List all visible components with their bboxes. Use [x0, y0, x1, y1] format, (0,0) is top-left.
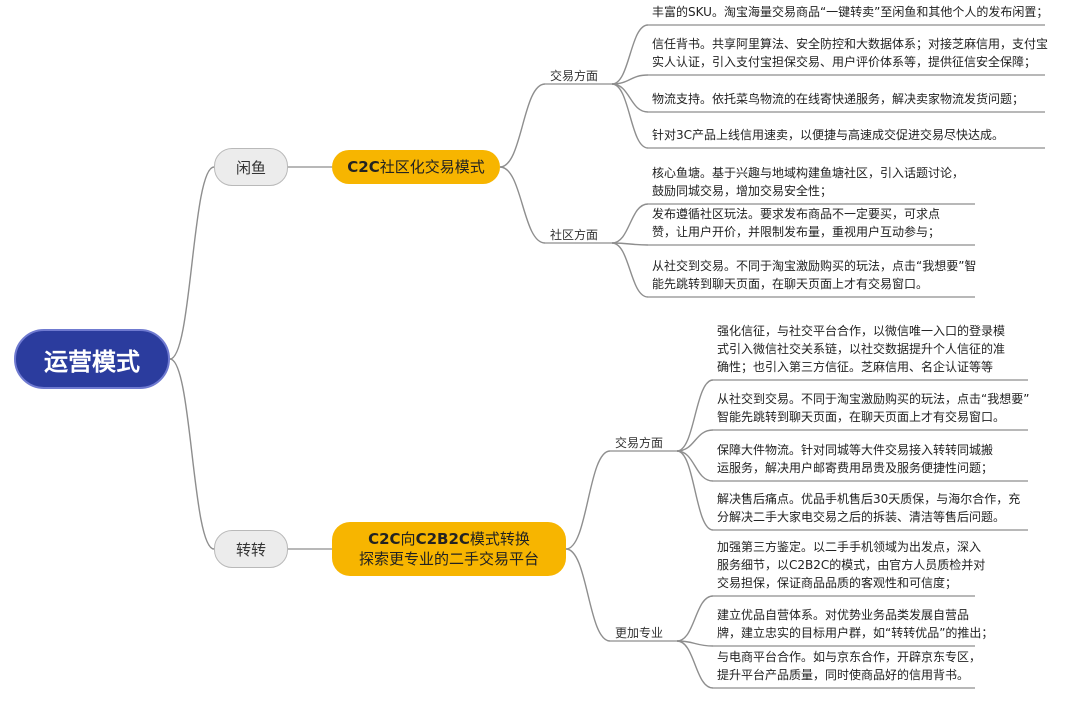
edge-group-0-leaf-2: [611, 83, 649, 113]
leaf-item[interactable]: 与电商平台合作。如与京东合作，开辟京东专区， 提升平台产品质量，同时使商品好的信用…: [717, 648, 981, 684]
leaf-line: 解决售后痛点。优品手机售后30天质保，与海尔合作，充: [717, 492, 1021, 506]
leaf-line: 核心鱼塘。基于兴趣与地域构建鱼塘社区，引入话题讨论，: [652, 166, 965, 180]
leaf-line: 从社交到交易。不同于淘宝激励购买的玩法，点击“我想要”: [717, 392, 1030, 406]
leaf-line: 建立优品自营体系。对优势业务品类发展自营品: [717, 608, 970, 622]
leaf-line: 信任背书。共享阿里算法、安全防控和大数据体系；对接芝麻信用，支付宝: [652, 37, 1049, 51]
leaf-line: 能先跳转到聊天页面，在聊天页面上才有交易窗口。: [652, 277, 929, 291]
model-xianyu-rest: 社区化交易模式: [379, 158, 485, 176]
group-xianyu-trade[interactable]: 交易方面: [550, 68, 599, 83]
leaf-item[interactable]: 保障大件物流。针对同城等大件交易接入转转同城搬运服务，解决用户邮寄费用昂贵及服务…: [717, 441, 993, 477]
leaf-line: 从社交到交易。不同于淘宝激励购买的玩法，点击“我想要”智: [652, 259, 977, 273]
leaf-line: 智能先跳转到聊天页面，在聊天页面上才有交易窗口。: [717, 410, 1006, 424]
leaf-line: 服务细节，以C2B2C的模式，由官方人员质检并对: [717, 558, 986, 572]
branch-xianyu[interactable]: 闲鱼: [214, 148, 288, 186]
edge-model-group-1: [499, 166, 546, 244]
model-part-to: 向: [400, 530, 416, 548]
leaf-line: 式引入微信社交关系链，以社交数据提升个人信征的准: [717, 342, 1006, 356]
leaf-item[interactable]: 物流支持。依托菜鸟物流的在线寄快递服务，解决卖家物流发货问题；: [652, 90, 1024, 108]
edge-group-3-leaf-0: [676, 595, 714, 642]
leaf-line: 保障大件物流。针对同城等大件交易接入转转同城搬: [717, 443, 994, 457]
edge-group-1-leaf-2: [611, 242, 649, 298]
leaf-item[interactable]: 建立优品自营体系。对优势业务品类发展自营品牌，建立忠实的目标用户群，如“转转优品…: [717, 606, 993, 642]
edge-group-3-leaf-2: [676, 640, 714, 689]
leaf-line: 提升平台产品质量，同时使商品好的信用背书。: [717, 668, 970, 682]
model-part-c2c: C2C: [368, 530, 401, 548]
edge-model-group-0: [499, 83, 546, 168]
leaf-item[interactable]: 加强第三方鉴定。以二手手机领域为出发点，深入服务细节，以C2B2C的模式，由官方…: [717, 538, 985, 592]
leaf-line: 针对3C产品上线信用速卖，以便捷与高速成交促进交易尽快达成。: [652, 128, 1005, 142]
edge-model-group-3: [565, 548, 611, 642]
leaf-line: 丰富的SKU。淘宝海量交易商品“一键转卖”至闲鱼和其他个人的发布闲置；: [652, 5, 1049, 19]
edge-group-0-leaf-0: [611, 24, 649, 85]
leaf-line: 发布遵循社区玩法。要求发布商品不一定要买，可求点: [652, 207, 941, 221]
leaf-line: 赞，让用户开价，并限制发布量，重视用户互动参与；: [652, 225, 941, 239]
edge-root-xianyu: [169, 166, 215, 360]
leaf-item[interactable]: 核心鱼塘。基于兴趣与地域构建鱼塘社区，引入话题讨论， 鼓励同城交易，增加交易安全性…: [652, 164, 964, 200]
edge-group-0-leaf-3: [611, 83, 649, 149]
root-node[interactable]: 运营模式: [14, 329, 170, 389]
model-xianyu-bold: C2C: [347, 158, 380, 176]
leaf-item[interactable]: 信任背书。共享阿里算法、安全防控和大数据体系；对接芝麻信用，支付宝实人认证，引入…: [652, 35, 1048, 71]
leaf-line: 物流支持。依托菜鸟物流的在线寄快递服务，解决卖家物流发货问题；: [652, 92, 1025, 106]
leaf-line: 加强第三方鉴定。以二手手机领域为出发点，深入: [717, 540, 982, 554]
group-zhuanzhuan-trade[interactable]: 交易方面: [615, 435, 664, 450]
leaf-item[interactable]: 从社交到交易。不同于淘宝激励购买的玩法，点击“我想要” 智能先跳转到聊天页面，在聊…: [717, 390, 1029, 426]
model-zhuanzhuan[interactable]: C2C向C2B2C模式转换 探索更专业的二手交易平台: [332, 522, 566, 576]
edge-group-1-leaf-1: [611, 242, 649, 246]
leaf-item[interactable]: 从社交到交易。不同于淘宝激励购买的玩法，点击“我想要”智能先跳转到聊天页面，在聊…: [652, 257, 976, 293]
edge-group-2-leaf-1: [676, 429, 714, 452]
model-part-c2b2c: C2B2C: [415, 530, 470, 548]
leaf-line: 强化信征，与社交平台合作，以微信唯一入口的登录模: [717, 324, 1006, 338]
leaf-line: 牌，建立忠实的目标用户群，如“转转优品”的推出；: [717, 626, 994, 640]
leaf-line: 运服务，解决用户邮寄费用昂贵及服务便捷性问题；: [717, 461, 994, 475]
edge-root-zhuanzhuan: [169, 358, 215, 550]
leaf-item[interactable]: 发布遵循社区玩法。要求发布商品不一定要买，可求点赞，让用户开价，并限制发布量，重…: [652, 205, 940, 241]
edge-group-2-leaf-3: [676, 450, 714, 531]
edge-group-2-leaf-2: [676, 450, 714, 482]
leaf-item[interactable]: 丰富的SKU。淘宝海量交易商品“一键转卖”至闲鱼和其他个人的发布闲置；: [652, 3, 1048, 21]
edge-group-1-leaf-0: [611, 203, 649, 244]
branch-zhuanzhuan[interactable]: 转转: [214, 530, 288, 568]
leaf-item[interactable]: 解决售后痛点。优品手机售后30天质保，与海尔合作，充分解决二手大家电交易之后的拆…: [717, 490, 1020, 526]
group-zhuanzhuan-pro[interactable]: 更加专业: [615, 625, 664, 640]
leaf-item[interactable]: 针对3C产品上线信用速卖，以便捷与高速成交促进交易尽快达成。: [652, 126, 1004, 144]
leaf-line: 分解决二手大家电交易之后的拆装、清洁等售后问题。: [717, 510, 1006, 524]
model-zhuanzhuan-line1: C2C向C2B2C模式转换: [368, 529, 530, 549]
model-part-shift: 模式转换: [469, 530, 530, 548]
leaf-line: 交易担保，保证商品品质的客观性和可信度；: [717, 576, 958, 590]
edge-group-2-leaf-0: [676, 379, 714, 452]
leaf-line: 确性；也引入第三方信征。芝麻信用、名企认证等等: [717, 360, 994, 374]
leaf-line: 实人认证，引入支付宝担保交易、用户评价体系等，提供征信安全保障；: [652, 55, 1037, 69]
leaf-line: 鼓励同城交易，增加交易安全性；: [652, 184, 833, 198]
edge-group-0-leaf-1: [611, 74, 649, 85]
model-zhuanzhuan-line2: 探索更专业的二手交易平台: [358, 550, 539, 568]
leaf-line: 与电商平台合作。如与京东合作，开辟京东专区，: [717, 650, 982, 664]
group-xianyu-community[interactable]: 社区方面: [550, 227, 599, 242]
leaf-item[interactable]: 强化信征，与社交平台合作，以微信唯一入口的登录模式引入微信社交关系链，以社交数据…: [717, 322, 1005, 376]
edge-model-group-2: [565, 450, 611, 550]
